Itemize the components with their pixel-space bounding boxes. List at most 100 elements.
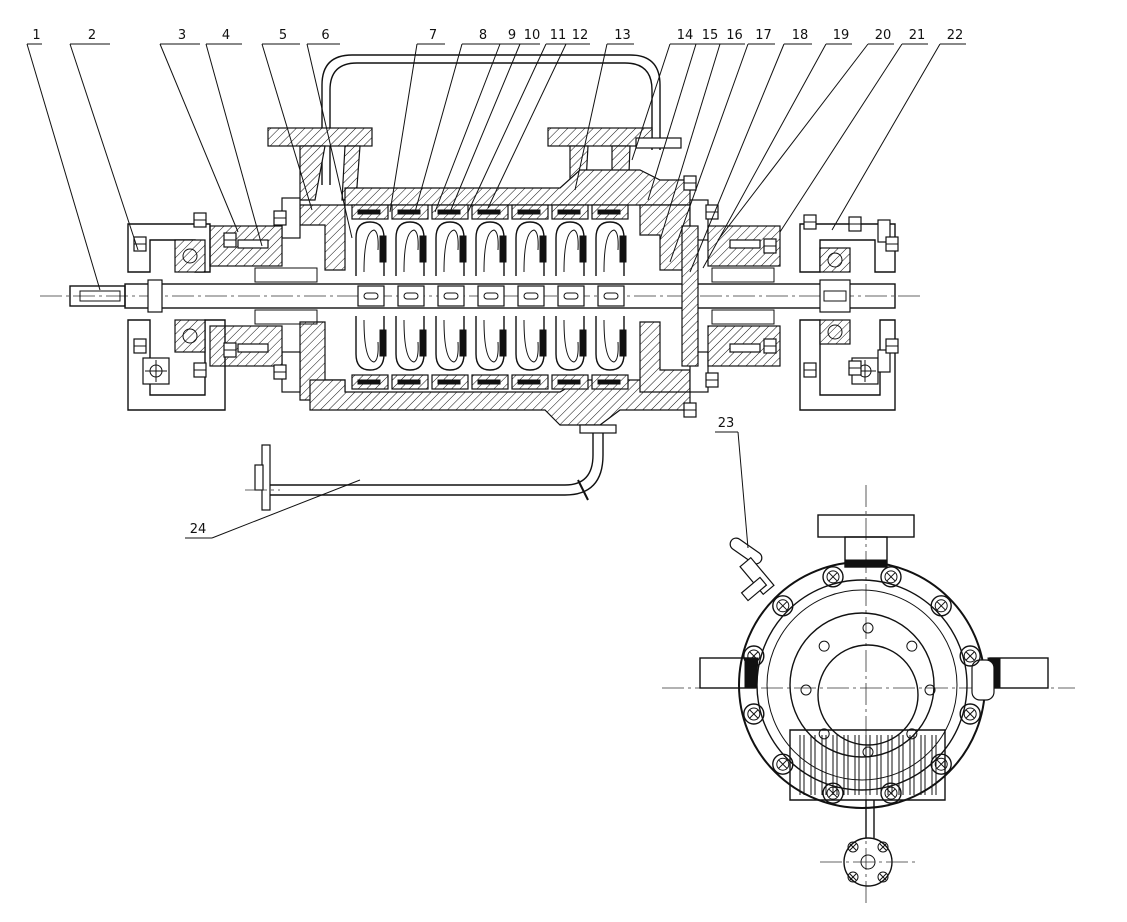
inner-bolt bbox=[862, 746, 874, 758]
impeller-stages bbox=[351, 204, 629, 390]
callout-number: 8 bbox=[479, 28, 487, 43]
callout-number: 7 bbox=[429, 28, 437, 43]
callout-16: 16 bbox=[659, 28, 745, 241]
bolt-head bbox=[273, 364, 287, 380]
callout-number: 13 bbox=[614, 28, 631, 43]
bolt-head bbox=[193, 212, 207, 228]
callout-number: 23 bbox=[718, 416, 735, 431]
callout-number: 18 bbox=[792, 28, 809, 43]
callout-number: 15 bbox=[702, 28, 719, 43]
callout-14: 14 bbox=[631, 28, 696, 161]
inner-bolt bbox=[924, 684, 936, 696]
inlet-nozzle bbox=[267, 127, 373, 201]
callout-10: 10 bbox=[449, 28, 541, 213]
callout-number: 20 bbox=[875, 28, 892, 43]
callout-12: 12 bbox=[487, 28, 590, 209]
callout-number: 6 bbox=[321, 28, 329, 43]
drain-bolt bbox=[847, 841, 859, 853]
impeller-stage bbox=[471, 204, 509, 390]
inner-bolt bbox=[906, 728, 918, 740]
callout-number: 12 bbox=[572, 28, 589, 43]
callout-number: 5 bbox=[279, 28, 287, 43]
flange-bolt bbox=[743, 703, 765, 725]
bolt-head bbox=[223, 342, 237, 358]
flange-bolt bbox=[743, 645, 765, 667]
cooling-fins bbox=[799, 735, 937, 795]
flange-bolt bbox=[959, 703, 981, 725]
bolt-head bbox=[763, 338, 777, 354]
inner-bolt bbox=[818, 728, 830, 740]
callout-22: 22 bbox=[831, 28, 966, 231]
suction-casing bbox=[281, 197, 346, 401]
callout-17: 17 bbox=[669, 28, 775, 263]
balance-pipe-loop bbox=[321, 54, 661, 185]
end-view bbox=[662, 485, 1075, 905]
callout-number: 21 bbox=[909, 28, 926, 43]
impeller-stage bbox=[511, 204, 549, 390]
bolt-head bbox=[803, 362, 817, 378]
bolt-head bbox=[885, 236, 899, 252]
callout-3: 3 bbox=[159, 28, 239, 233]
flange-bolt bbox=[822, 782, 844, 804]
callout-number: 17 bbox=[755, 28, 772, 43]
bolt-head bbox=[133, 338, 147, 354]
callout-9: 9 bbox=[434, 28, 520, 213]
shaft bbox=[69, 279, 896, 313]
inner-bolt bbox=[862, 622, 874, 634]
callout-7: 7 bbox=[389, 28, 445, 213]
callout-number: 10 bbox=[524, 28, 541, 43]
bolt-head bbox=[705, 372, 719, 388]
left-seal-chamber bbox=[209, 225, 318, 367]
drain-bolt bbox=[877, 871, 889, 883]
callout-number: 2 bbox=[88, 28, 96, 43]
bolt-head bbox=[885, 338, 899, 354]
flange-bolt bbox=[772, 753, 794, 775]
callout-number: 16 bbox=[726, 28, 743, 43]
impeller-stage bbox=[591, 204, 629, 390]
tie-bolts bbox=[133, 175, 899, 418]
impeller-stage bbox=[391, 204, 429, 390]
vent-valve bbox=[729, 537, 775, 602]
callout-21: 21 bbox=[779, 28, 928, 233]
callout-24: 24 bbox=[185, 479, 361, 539]
side-section-view bbox=[40, 54, 920, 511]
callout-number: 3 bbox=[178, 28, 186, 43]
inner-bolt bbox=[906, 640, 918, 652]
bolt-head bbox=[683, 402, 697, 418]
callout-number: 1 bbox=[32, 28, 40, 43]
callout-number: 24 bbox=[190, 522, 207, 537]
callout-5: 5 bbox=[261, 28, 313, 211]
callout-number: 11 bbox=[550, 28, 567, 43]
inner-bolt bbox=[818, 640, 830, 652]
flange-bolt bbox=[930, 753, 952, 775]
flange-bolt bbox=[772, 595, 794, 617]
callout-18: 18 bbox=[689, 28, 812, 273]
bolt-head bbox=[705, 204, 719, 220]
flange-bolt bbox=[959, 645, 981, 667]
callout-number: 19 bbox=[833, 28, 850, 43]
bolt-head bbox=[683, 175, 697, 191]
callout-number: 22 bbox=[947, 28, 964, 43]
callout-13: 13 bbox=[574, 28, 634, 191]
callout-4: 4 bbox=[205, 28, 263, 247]
callout-20: 20 bbox=[717, 28, 894, 241]
callout-15: 15 bbox=[647, 28, 720, 201]
impeller-stage bbox=[351, 204, 389, 390]
inner-bolt bbox=[800, 684, 812, 696]
callout-6: 6 bbox=[306, 28, 353, 239]
impeller-stage bbox=[551, 204, 589, 390]
flange-bolt bbox=[822, 566, 844, 588]
callout-number: 14 bbox=[677, 28, 694, 43]
callout-1: 1 bbox=[26, 28, 101, 291]
bolt-head bbox=[193, 362, 207, 378]
bolt-head bbox=[848, 360, 862, 376]
drain-bolt bbox=[877, 841, 889, 853]
impeller-stage bbox=[431, 204, 469, 390]
bolt-head bbox=[763, 238, 777, 254]
callout-8: 8 bbox=[414, 28, 500, 213]
flange-bolt bbox=[930, 595, 952, 617]
callout-11: 11 bbox=[467, 28, 567, 213]
bolt-head bbox=[848, 216, 862, 232]
drain-bolt bbox=[847, 871, 859, 883]
